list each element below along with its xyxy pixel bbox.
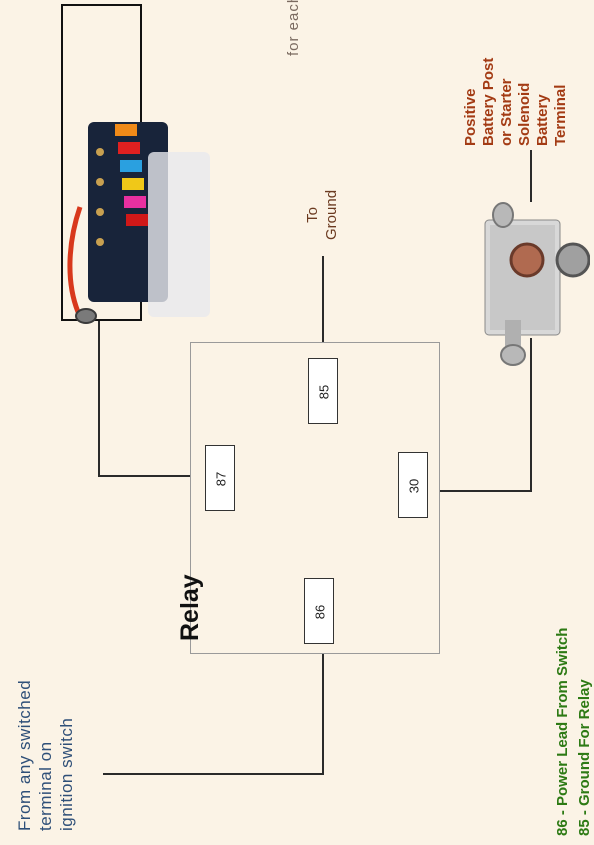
terminal-85: 85 bbox=[308, 358, 338, 424]
relay-box bbox=[190, 342, 440, 654]
ignition-switch-label: From any switched terminal on ignition s… bbox=[15, 679, 76, 831]
wire-30-h bbox=[440, 490, 532, 492]
terminal-86: 86 bbox=[304, 578, 334, 644]
ground-label: To Ground bbox=[304, 189, 340, 240]
relay-label: Relay bbox=[176, 574, 204, 641]
starter-solenoid-image bbox=[484, 202, 590, 366]
wire-fuse-to-87 bbox=[98, 321, 100, 476]
wire-ground bbox=[322, 256, 324, 342]
fuse-note-text: for each circuit. bbox=[285, 0, 302, 56]
wire-ignition-h bbox=[103, 773, 324, 775]
terminal-30: 30 bbox=[398, 452, 428, 518]
legend-item-86: 86 - Power Lead From Switch bbox=[554, 627, 571, 836]
wire-30-v bbox=[530, 338, 532, 492]
fuse-block-image bbox=[67, 122, 210, 324]
legend-item-85: 85 - Ground For Relay bbox=[576, 679, 593, 836]
wire-battery bbox=[530, 150, 532, 202]
terminal-87: 87 bbox=[205, 445, 235, 511]
battery-label: Positive Battery Post or Starter Solenoi… bbox=[462, 57, 569, 146]
legend: 86 - Power Lead From Switch 85 - Ground … bbox=[552, 628, 594, 836]
wire-fuse-to-87-h bbox=[98, 475, 190, 477]
wire-ignition-v bbox=[322, 654, 324, 775]
